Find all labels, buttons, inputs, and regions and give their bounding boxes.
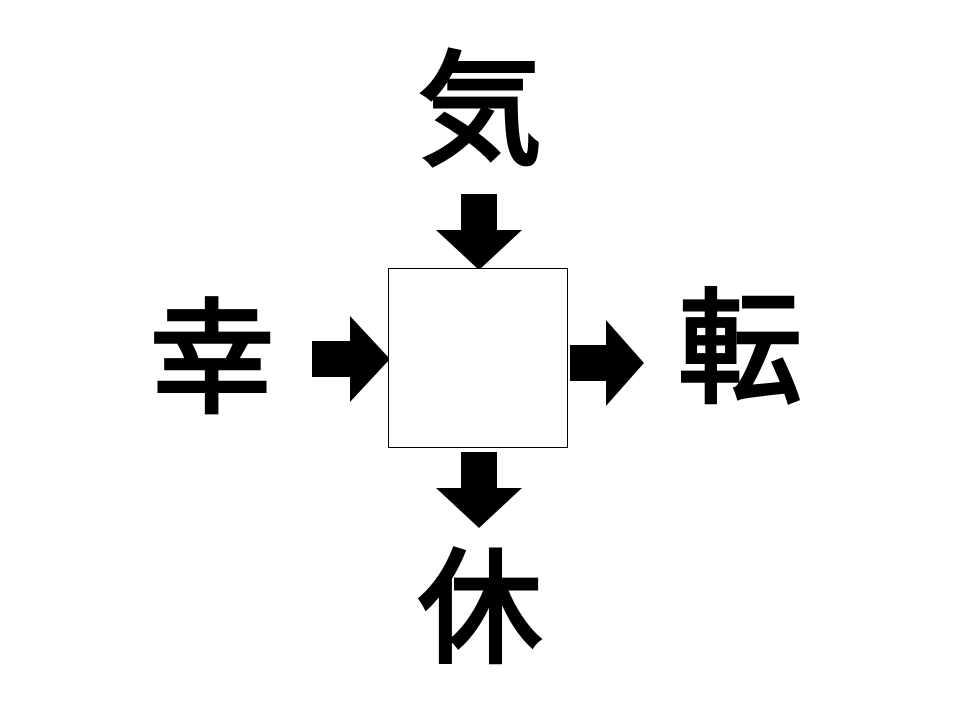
- bottom-kanji: 休: [417, 538, 542, 682]
- arrow-right-icon: [312, 316, 390, 402]
- top-kanji: 気: [417, 40, 542, 184]
- answer-box[interactable]: [388, 268, 568, 448]
- arrow-down-icon: [436, 452, 522, 528]
- arrow-right-icon: [570, 320, 644, 406]
- arrow-down-icon: [436, 194, 522, 270]
- right-kanji: 転: [677, 278, 802, 422]
- left-kanji: 幸: [149, 288, 274, 432]
